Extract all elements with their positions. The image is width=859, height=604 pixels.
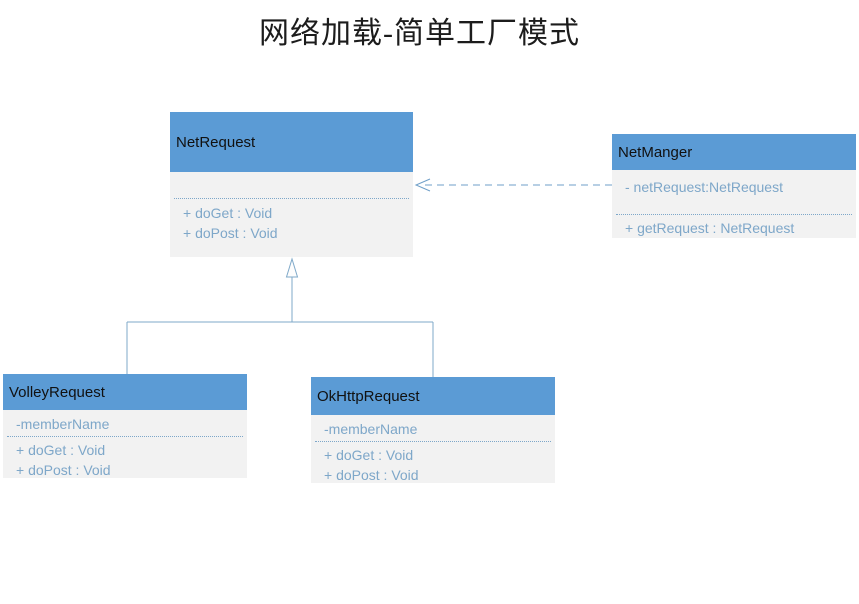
methods-section: + getRequest : NetRequest: [612, 215, 856, 238]
class-netmanger-body: - netRequest:NetRequest + getRequest : N…: [612, 170, 856, 238]
class-volleyrequest-body: -memberName + doGet : Void + doPost : Vo…: [3, 410, 247, 478]
section-divider: [174, 198, 409, 199]
attributes-section: [170, 172, 413, 198]
class-okhttprequest-body: -memberName + doGet : Void + doPost : Vo…: [311, 415, 555, 483]
attribute-item: -memberName: [324, 421, 418, 437]
method-item: + doPost : Void: [16, 462, 111, 478]
class-name: NetManger: [618, 143, 693, 161]
method-item: + doGet : Void: [16, 442, 106, 458]
class-name: VolleyRequest: [9, 383, 105, 401]
inheritance-lines: [126, 277, 434, 377]
hollow-triangle-icon: [285, 257, 299, 278]
section-divider: [315, 441, 551, 442]
class-netrequest[interactable]: NetRequest + doGet : Void + doPost : Voi…: [170, 112, 413, 257]
class-name: NetRequest: [176, 133, 256, 151]
class-netrequest-header: NetRequest: [170, 112, 413, 172]
class-volleyrequest[interactable]: VolleyRequest -memberName + doGet : Void…: [3, 374, 247, 478]
attribute-item: - netRequest:NetRequest: [625, 179, 783, 195]
attributes-section: -memberName: [311, 415, 555, 441]
open-arrowhead-icon: [414, 178, 431, 192]
inheritance-connector: [126, 257, 434, 377]
method-item: + doGet : Void: [183, 205, 273, 221]
attributes-section: - netRequest:NetRequest: [612, 170, 856, 214]
method-item: + getRequest : NetRequest: [625, 220, 795, 236]
section-divider: [7, 436, 243, 437]
attributes-section: -memberName: [3, 410, 247, 436]
class-netmanger[interactable]: NetManger - netRequest:NetRequest + getR…: [612, 134, 856, 238]
diagram-title: 网络加载-简单工厂模式: [259, 17, 580, 50]
attribute-item: -memberName: [16, 416, 110, 432]
method-item: + doGet : Void: [324, 447, 414, 463]
class-okhttprequest[interactable]: OkHttpRequest -memberName + doGet : Void…: [311, 377, 555, 483]
method-item: + doPost : Void: [183, 225, 278, 241]
class-netrequest-body: + doGet : Void + doPost : Void: [170, 172, 413, 257]
class-volleyrequest-header: VolleyRequest: [3, 374, 247, 410]
class-netmanger-header: NetManger: [612, 134, 856, 170]
method-item: + doPost : Void: [324, 467, 419, 483]
dependency-arrow: [414, 178, 612, 192]
section-divider: [616, 214, 852, 215]
class-okhttprequest-header: OkHttpRequest: [311, 377, 555, 415]
methods-section: + doGet : Void + doPost : Void: [311, 442, 555, 483]
methods-section: + doGet : Void + doPost : Void: [3, 437, 247, 478]
methods-section: + doGet : Void + doPost : Void: [170, 199, 413, 257]
class-name: OkHttpRequest: [317, 387, 420, 405]
